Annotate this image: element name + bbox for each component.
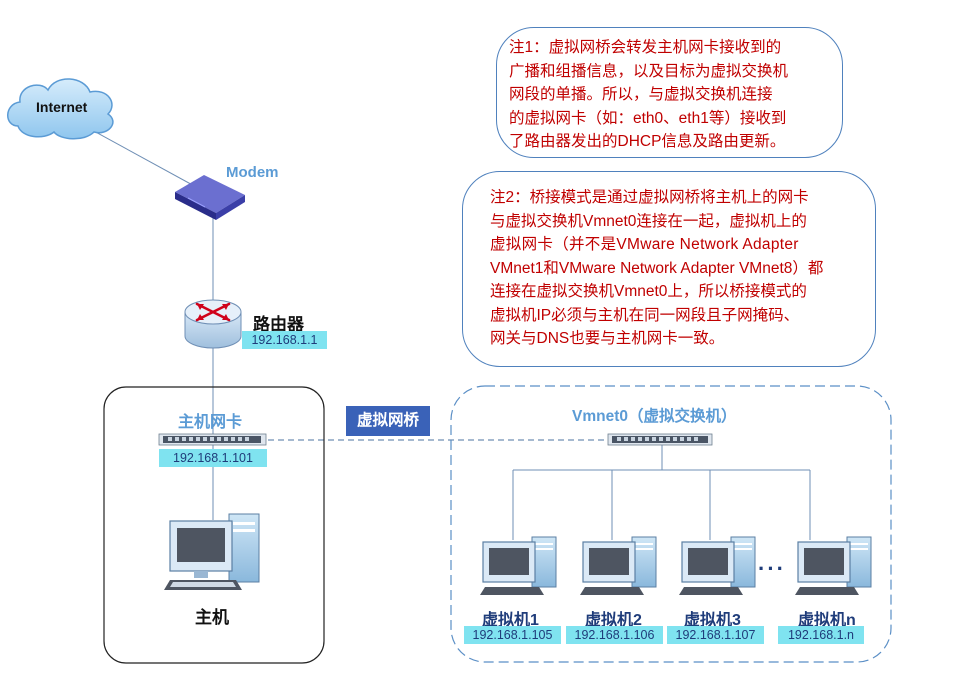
host-computer-icon [164, 513, 260, 590]
note-2: 注2：桥接模式是通过虚拟网桥将主机上的网卡 与虚拟交换机Vmnet0连接在一起，… [462, 171, 876, 367]
vmnet0-label: Vmnet0（虚拟交换机） [572, 408, 737, 425]
note-2-line: 虚拟网卡（并不是VMware Network Adapter [490, 236, 799, 253]
note-1-line: 广播和组播信息，以及目标为虚拟交换机 [509, 62, 789, 80]
note-2-line: VMnet1和VMware Network Adapter VMnet8）都 [490, 259, 824, 277]
host-label: 主机 [195, 608, 229, 627]
cloud-icon [7, 78, 114, 140]
vm-label: 虚拟机2 [585, 612, 642, 629]
virtual-area-box [450, 385, 892, 663]
note-1-line: 了路由器发出的DHCP信息及路由更新。 [509, 133, 786, 150]
vm-ip: 192.168.1.107 [667, 626, 764, 644]
router-icon [184, 299, 242, 349]
note-2-line: 注2：桥接模式是通过虚拟网桥将主机上的网卡 [490, 189, 809, 206]
host-nic-ip: 192.168.1.101 [159, 449, 267, 467]
note-1: 注1：虚拟网桥会转发主机网卡接收到的 广播和组播信息，以及目标为虚拟交换机 网段… [496, 27, 843, 158]
vm-ip: 192.168.1.105 [464, 626, 561, 644]
vm-label: 虚拟机n [798, 612, 856, 629]
modem-icon [175, 175, 245, 220]
note-2-line: 连接在虚拟交换机Vmnet0上，所以桥接模式的 [490, 283, 807, 300]
connection-lines [69, 117, 811, 540]
router-ip: 192.168.1.1 [242, 331, 327, 349]
host-nic-label: 主机网卡 [178, 414, 243, 431]
note-1-line: 网段的单播。所以，与虚拟交换机连接 [509, 86, 773, 103]
internet-label: Internet [36, 99, 88, 115]
note-2-line: 虚拟机IP必须与主机在同一网段且子网掩码、 [490, 306, 800, 324]
note-1-line: 的虚拟网卡（如：eth0、eth1等）接收到 [509, 109, 787, 127]
modem-label: Modem [226, 164, 279, 181]
vm-ellipsis: ··· [758, 556, 786, 581]
vm-label: 虚拟机3 [684, 612, 741, 629]
vm-ip: 192.168.1.106 [566, 626, 663, 644]
note-1-line: 注1：虚拟网桥会转发主机网卡接收到的 [509, 39, 782, 56]
vmnet0-switch-icon [607, 433, 713, 446]
vm-label: 虚拟机1 [482, 612, 539, 629]
note-2-line: 与虚拟交换机Vmnet0连接在一起，虚拟机上的 [490, 212, 807, 230]
host-box [103, 386, 325, 664]
note-2-line: 网关与DNS也要与主机网卡一致。 [490, 330, 725, 347]
router-label: 路由器 [253, 315, 304, 334]
vm-ip: 192.168.1.n [778, 626, 864, 644]
virtual-bridge-label: 虚拟网桥 [346, 406, 430, 436]
vm-computer-icons [480, 536, 872, 595]
nic-switch-icon [158, 433, 267, 446]
